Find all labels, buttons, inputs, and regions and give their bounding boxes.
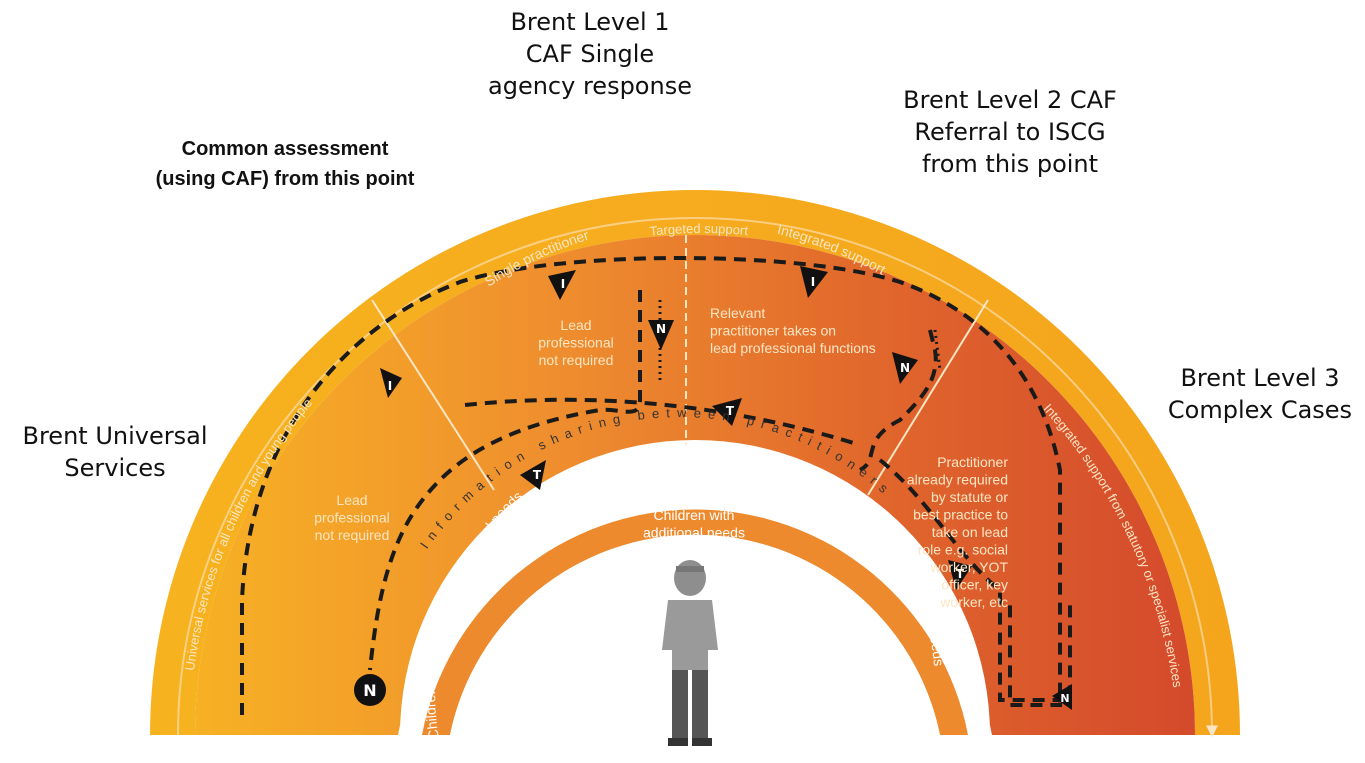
marker-i-top: I: [548, 270, 576, 300]
child-figure: [662, 560, 718, 746]
targeted-support-text: Targeted support: [649, 221, 749, 239]
main-ring: [195, 235, 1195, 735]
svg-text:I: I: [388, 379, 392, 393]
svg-text:T: T: [533, 468, 542, 482]
pathway-dashed-line: [240, 256, 1062, 715]
marker-t-mid: T: [712, 398, 742, 426]
marker-t-left: T: [520, 460, 546, 490]
brent-level-2-label: Brent Level 2 CAF Referral to ISCG from …: [903, 86, 1117, 178]
svg-text:N: N: [900, 361, 910, 375]
marker-n-mid: N: [648, 320, 674, 350]
marker-i-right: I: [800, 266, 828, 298]
brent-universal-services-label: Brent Universal Services: [22, 422, 208, 482]
common-assessment-label: Common assessment (using CAF) from this …: [155, 138, 415, 190]
svg-text:I: I: [561, 277, 565, 291]
marker-n-start: N: [354, 674, 386, 706]
svg-text:T: T: [956, 567, 965, 581]
marker-t-right: T: [948, 560, 972, 590]
svg-text:N: N: [1060, 692, 1069, 705]
svg-text:N: N: [363, 681, 376, 700]
marker-n-right: N: [892, 352, 918, 384]
brent-level-1-label: Brent Level 1 CAF Single agency response: [488, 8, 692, 100]
info-sharing-band: [398, 487, 992, 735]
svg-text:T: T: [726, 404, 735, 418]
marker-i-left: I: [380, 368, 402, 398]
svg-text:I: I: [811, 275, 815, 289]
svg-text:N: N: [656, 322, 666, 336]
children-zone: [422, 509, 968, 735]
brent-level-3-label: Brent Level 3 Complex Cases: [1167, 364, 1353, 424]
marker-n-bottom: N: [1052, 684, 1072, 710]
